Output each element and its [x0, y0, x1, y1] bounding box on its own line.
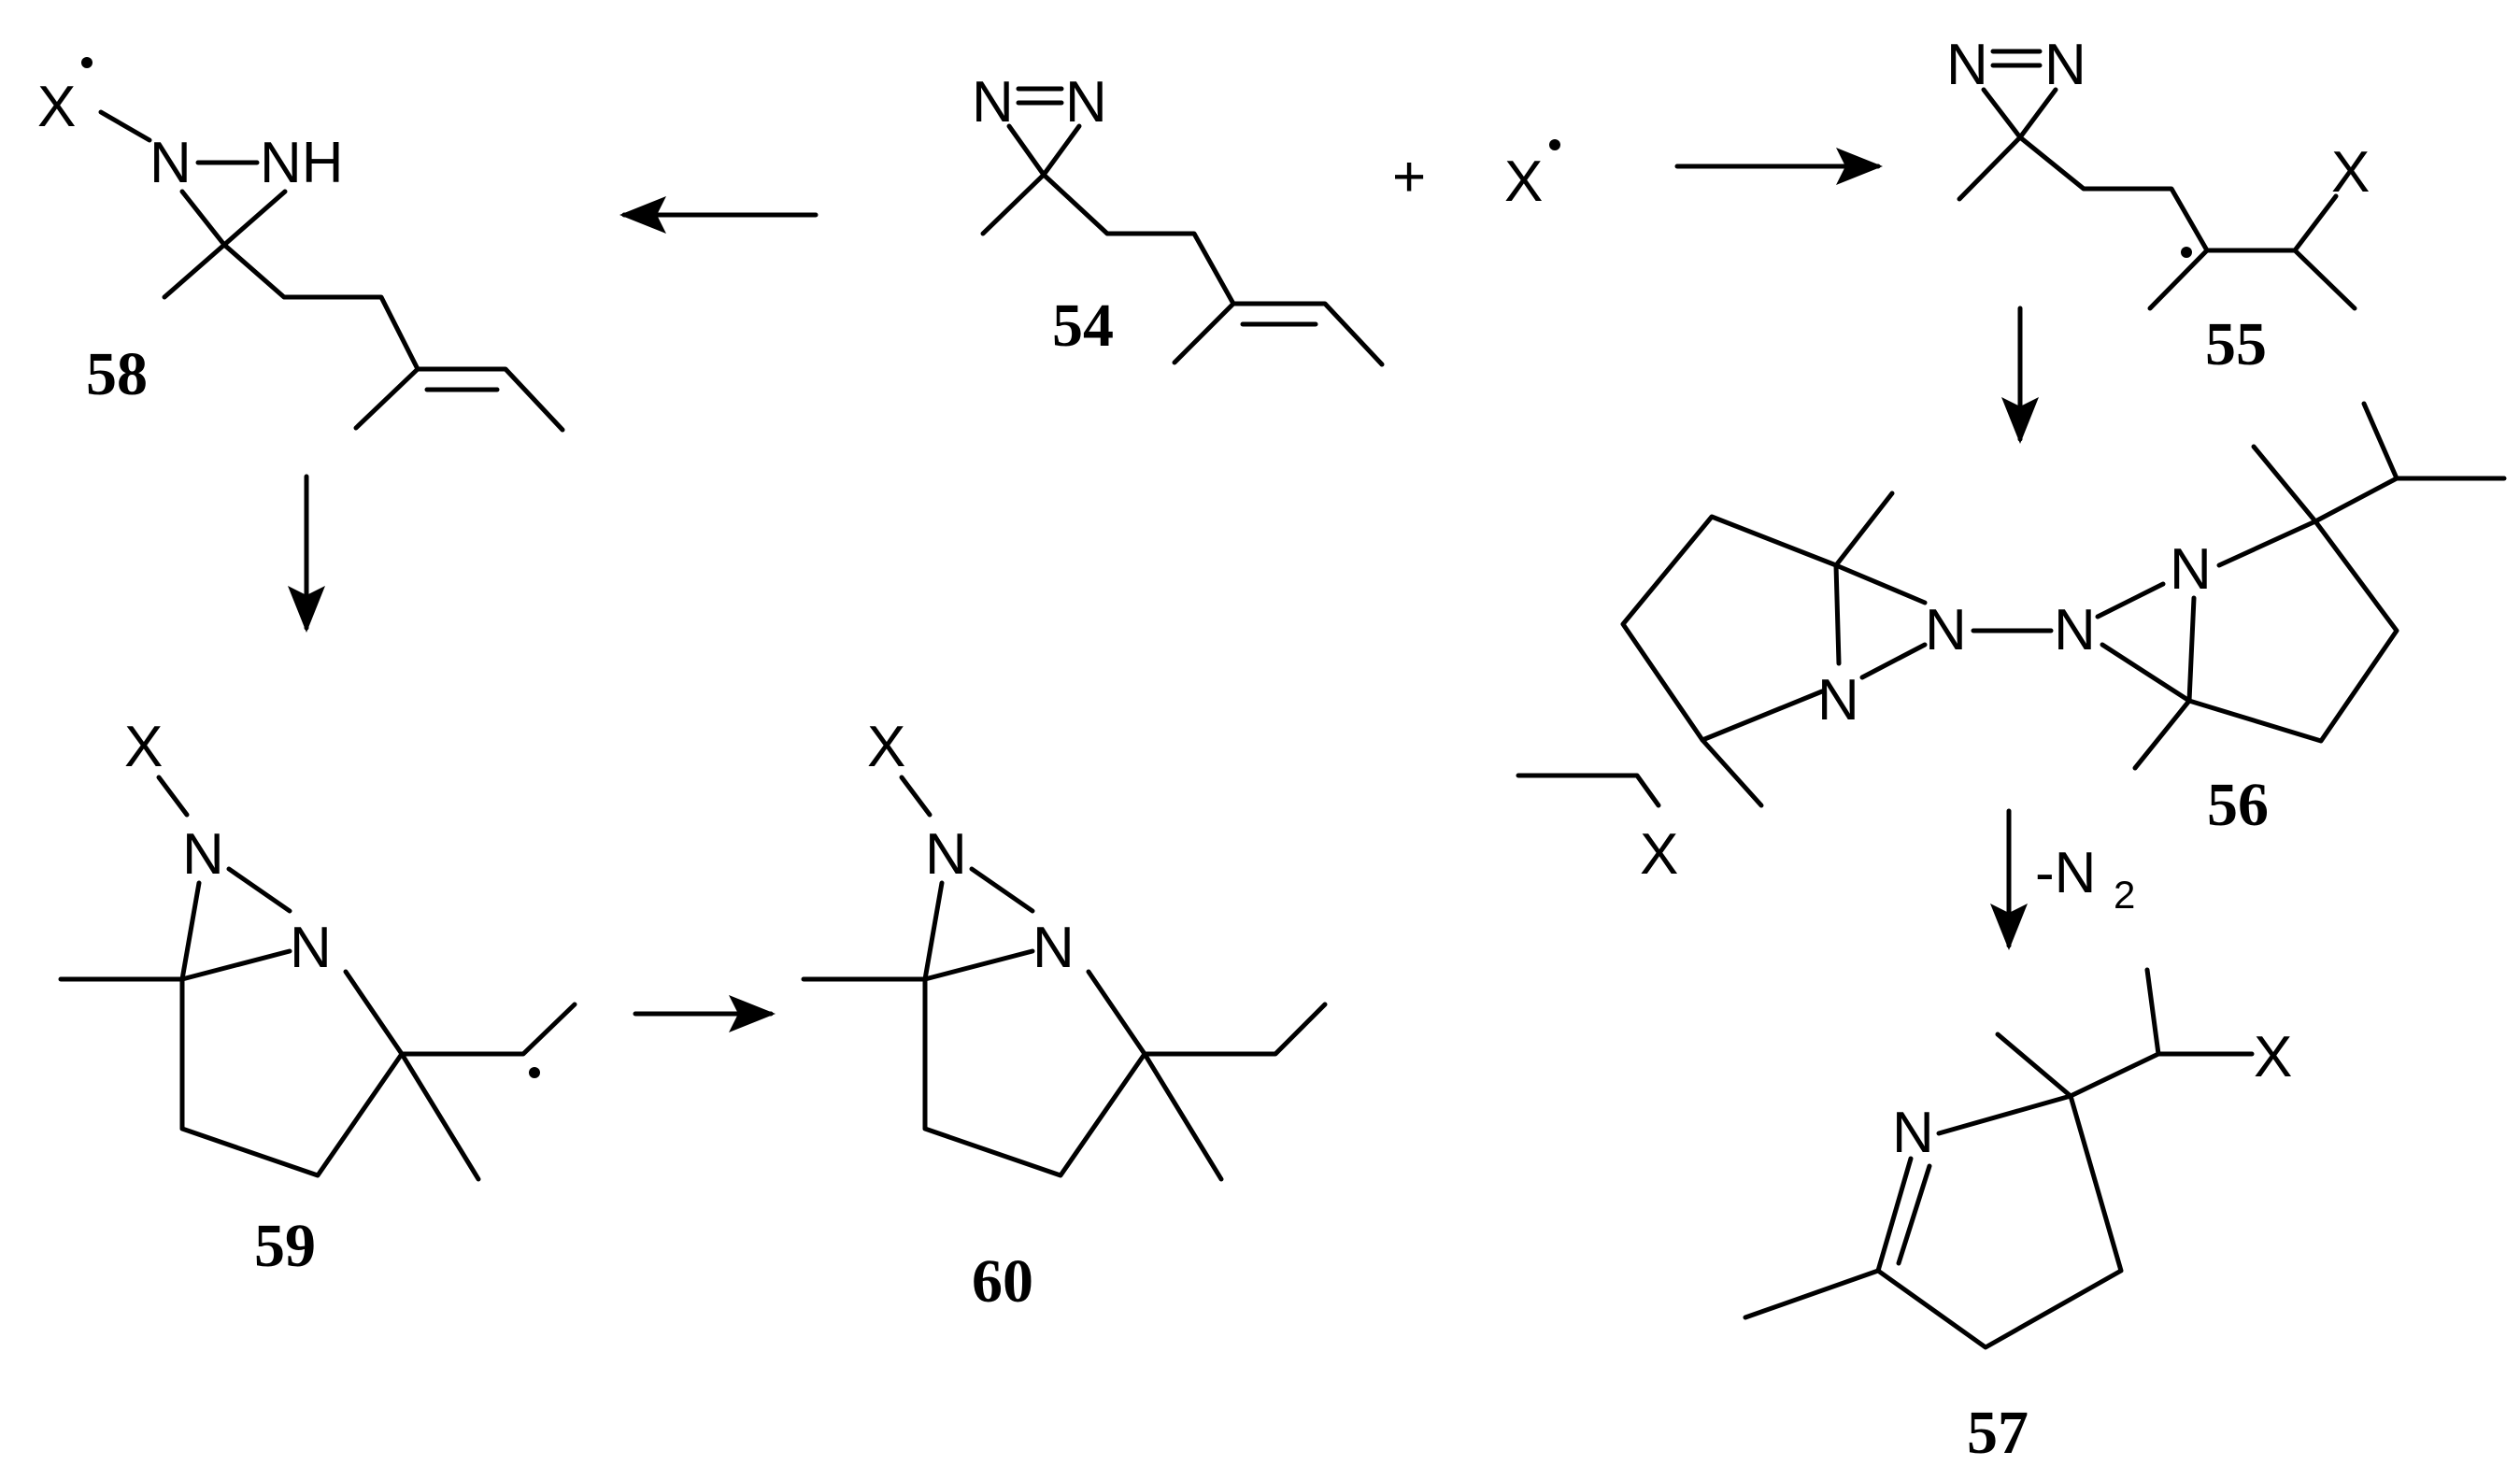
compound-54: N N 54 — [972, 70, 1385, 367]
c54-bond-n1-c — [1006, 123, 1046, 178]
c60-atom-n1: N — [925, 822, 967, 887]
compound-56: N N X N N 56 — [1516, 401, 2507, 887]
c57-methyl — [1743, 1268, 1881, 1320]
c55-label: 55 — [2205, 310, 2267, 378]
c59-atom-n2: N — [290, 916, 332, 980]
c56-atom-x-left: X — [1640, 822, 1678, 887]
c58-bond-nh-c — [221, 189, 288, 248]
c59-bond-n1-c — [179, 880, 202, 982]
loss-of-n2-text: -N — [2035, 841, 2096, 905]
c59-bond-n2-c — [179, 948, 292, 982]
c55-bond-n1-c — [1981, 87, 2023, 140]
c60-bond-n1-c — [922, 880, 945, 982]
c54-chain — [980, 172, 1385, 367]
c56-left-ring — [1620, 514, 1839, 743]
c59-radical-dot — [529, 1067, 540, 1078]
c55-methyl-2 — [2292, 248, 2357, 311]
c58-atom-x: X — [37, 75, 76, 139]
c60-bond-x-n — [899, 775, 933, 818]
c57-methyl-2 — [1995, 1032, 2073, 1099]
c56-right-methyl — [2132, 698, 2192, 771]
c58-bond-x-n — [98, 109, 152, 143]
c56-right-side-chain-a — [2313, 401, 2399, 524]
x-radical-dot — [1549, 139, 1560, 150]
c59-ethyl-radical — [399, 1002, 577, 1057]
c60-methyl-2 — [1142, 1051, 1224, 1182]
c56-left-methyl-2 — [1700, 737, 1764, 808]
c59-atom-n1: N — [182, 822, 224, 887]
c56-atom-n-right-bottom: N — [2054, 598, 2096, 662]
c60-ethyl — [1142, 1002, 1328, 1057]
c60-label: 60 — [972, 1247, 1033, 1316]
c56-right-bond-nn — [2095, 581, 2166, 619]
c59-ring — [179, 969, 405, 1178]
c55-atom-n1: N — [1946, 33, 1988, 97]
c57-atom-x: X — [2254, 1025, 2292, 1089]
c55-chain — [1957, 135, 2339, 253]
c54-atom-n2: N — [1065, 70, 1107, 135]
c56-right-bond-n-c — [2100, 642, 2192, 704]
c57-bond-cn-1 — [1875, 1156, 1914, 1274]
c56-left-bond-nn — [1859, 642, 1928, 680]
c58-bond-n-c — [179, 189, 227, 248]
c59-atom-x: X — [124, 715, 163, 779]
c55-methyl — [2147, 248, 2210, 311]
c55-radical-dot — [2181, 247, 2192, 258]
c56-atom-n-left-bottom: N — [1817, 668, 1859, 733]
compound-55: N N X 55 — [1946, 33, 2370, 378]
c58-label: 58 — [86, 340, 148, 408]
loss-of-n2-label: -N 2 — [2035, 841, 2135, 917]
c56-right-methyl-2 — [2251, 444, 2318, 524]
c60-atom-n2: N — [1032, 916, 1075, 980]
c57-label: 57 — [1967, 1399, 2029, 1467]
c56-right-bond-n2-c — [2186, 595, 2197, 704]
c57-ring — [1875, 1093, 2124, 1350]
c58-radical-dot — [81, 57, 93, 68]
c56-left-bond-c-n — [1833, 562, 1842, 666]
c58-chain — [162, 242, 565, 433]
c56-left-methyl — [1833, 491, 1895, 568]
c56-left-side-chain — [1516, 773, 1661, 808]
c55-atom-n2: N — [2044, 33, 2086, 97]
c57-side-chain-a — [2068, 967, 2161, 1099]
compound-57: N X 57 — [1743, 967, 2292, 1467]
c54-label: 54 — [1052, 292, 1114, 360]
c59-bond-n1-n2 — [226, 866, 292, 914]
c59-label: 59 — [254, 1212, 316, 1280]
c60-ring — [922, 969, 1147, 1178]
c58-atom-n: N — [149, 131, 192, 195]
c58-atom-nh: NH — [260, 131, 344, 195]
c59-bond-x-n — [156, 775, 190, 818]
c56-atom-n-right-top: N — [2170, 537, 2212, 602]
c56-atom-n-left-top: N — [1925, 598, 1967, 662]
x-radical-atom: X — [1504, 149, 1543, 214]
c57-atom-n: N — [1892, 1101, 1934, 1165]
c56-label: 56 — [2207, 771, 2269, 839]
c56-left-bond-c-n2 — [1833, 562, 1928, 605]
x-radical: X — [1504, 139, 1560, 214]
compound-59: X N N 59 — [58, 715, 577, 1280]
loss-of-n2-subscript: 2 — [2114, 873, 2135, 917]
plus-sign: + — [1392, 145, 1426, 209]
c60-atom-x: X — [867, 715, 905, 779]
c54-bond-n2-c — [1041, 123, 1082, 178]
c58-methyl — [353, 366, 420, 431]
c57-bond-n-c — [1936, 1093, 2073, 1136]
compound-60: X N N 60 — [801, 715, 1328, 1316]
c55-bond-n2-c — [2017, 87, 2058, 140]
c56-right-ring — [2186, 519, 2399, 744]
c59-methyl-2 — [399, 1051, 481, 1182]
c55-atom-x: X — [2331, 140, 2370, 205]
c57-bond-cn-2 — [1896, 1163, 1932, 1266]
c60-bond-n1-n2 — [969, 866, 1035, 914]
c60-bond-n2-c — [922, 948, 1035, 982]
c54-atom-n1: N — [972, 70, 1014, 135]
c54-methyl — [1172, 301, 1236, 365]
compound-58: X N NH 58 — [37, 57, 565, 433]
